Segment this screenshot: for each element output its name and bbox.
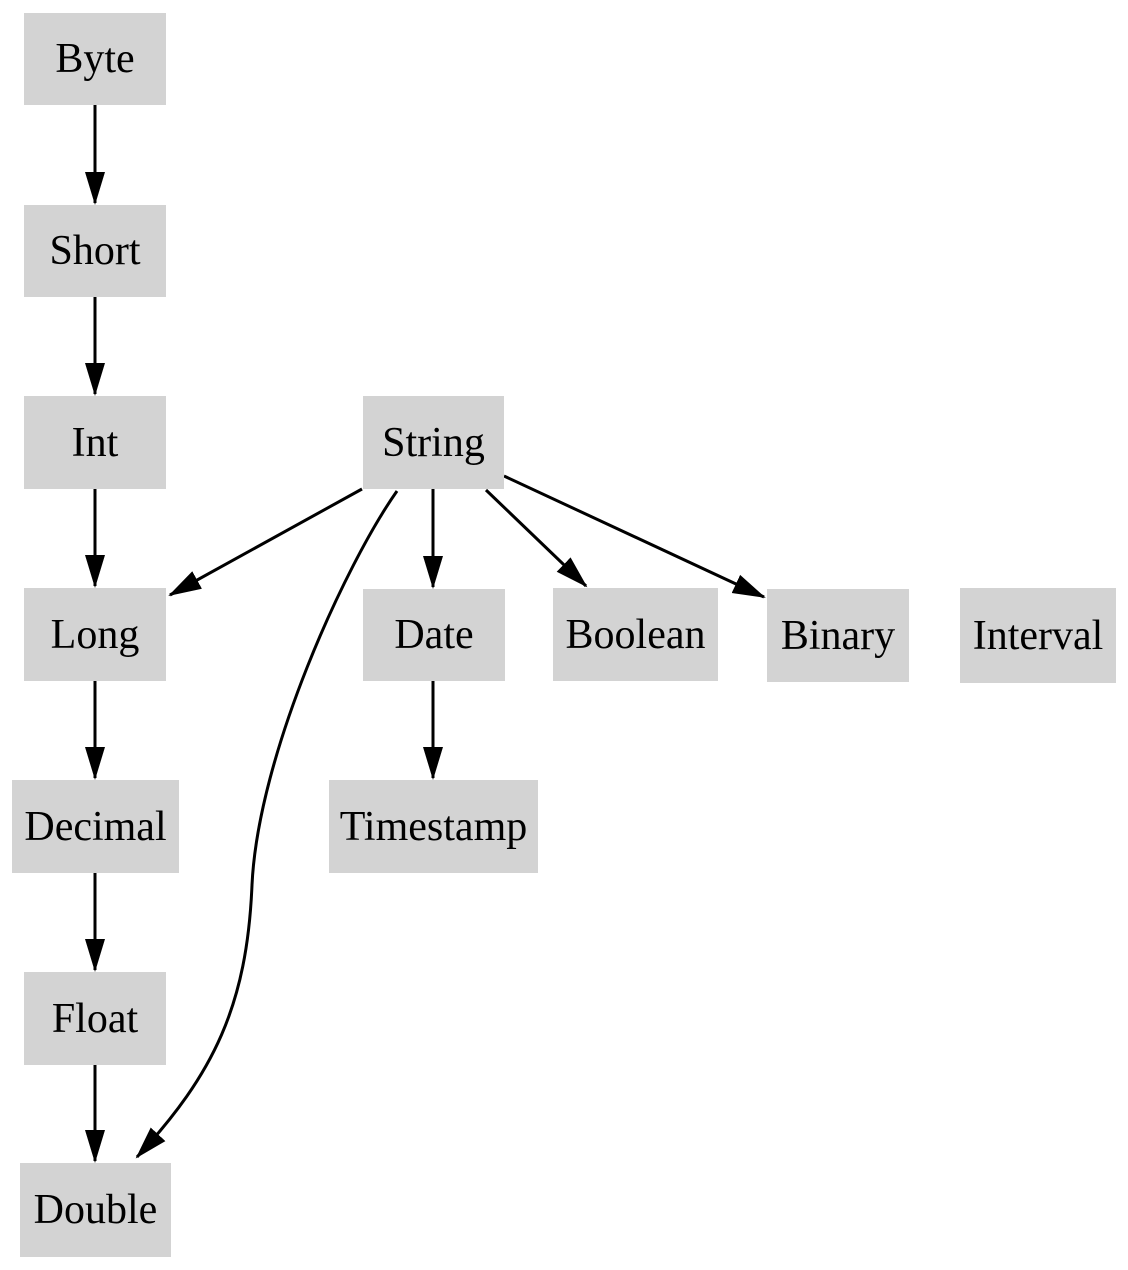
edge-string-double [135, 490, 399, 1159]
node-double: Double [20, 1163, 171, 1257]
edge-string-boolean [484, 488, 588, 588]
node-byte: Byte [24, 13, 166, 105]
node-long: Long [24, 588, 166, 681]
node-interval: Interval [960, 588, 1116, 683]
edge-string-long [168, 487, 363, 597]
node-binary: Binary [767, 589, 909, 682]
edge-string-binary [503, 474, 766, 599]
node-timestamp: Timestamp [329, 780, 538, 873]
node-string: String [363, 396, 504, 489]
node-boolean: Boolean [553, 588, 718, 681]
node-short: Short [24, 205, 166, 297]
node-date: Date [363, 589, 505, 681]
node-decimal: Decimal [12, 780, 179, 873]
node-int: Int [24, 396, 166, 489]
node-float: Float [24, 972, 166, 1065]
